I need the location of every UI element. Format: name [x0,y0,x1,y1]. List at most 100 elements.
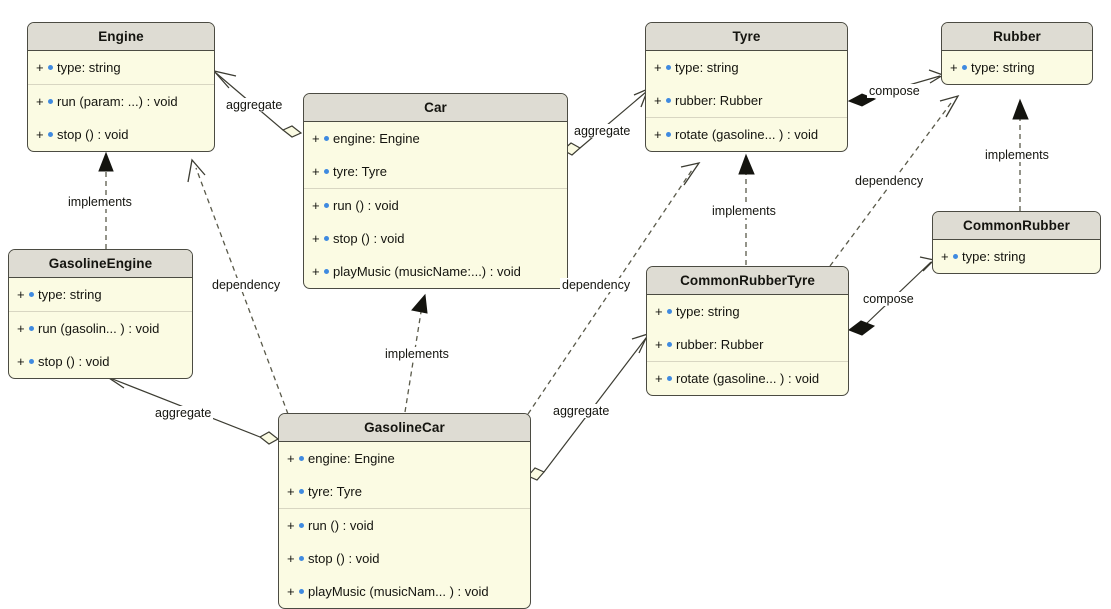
uml-methods-section-common-rubber-tyre: +rotate (gasoline... ) : void [647,361,848,395]
visibility-marker: + [654,60,662,75]
uml-attributes-row: +type: string [647,295,848,328]
member-bullet-icon [953,253,958,259]
member-bullet-icon [299,555,304,561]
uml-methods-label: playMusic (musicNam... ) : void [308,584,489,599]
visibility-marker: + [36,127,44,142]
uml-methods-label: stop () : void [333,231,405,246]
uml-class-title-rubber: Rubber [942,23,1092,51]
uml-attributes-label: engine: Engine [333,131,420,146]
uml-methods-row: +rotate (gasoline... ) : void [647,362,848,395]
relation-gasolinecar-tyre [527,162,701,415]
visibility-marker: + [312,131,320,146]
visibility-marker: + [36,94,44,109]
relation-gasolinecar-engine [187,158,289,415]
uml-methods-label: playMusic (musicName:...) : void [333,264,521,279]
visibility-marker: + [312,231,320,246]
uml-attributes-label: type: string [962,249,1026,264]
uml-methods-row: +stop () : void [279,542,530,575]
uml-methods-row: +rotate (gasoline... ) : void [646,118,847,151]
uml-methods-section-car: + run () : void + stop () : void + playMusic … [304,188,567,288]
member-bullet-icon [29,291,34,297]
edge-label-commonrubber-rubber: implements [983,148,1051,162]
uml-methods-label: stop () : void [308,551,380,566]
uml-class-common-rubber[interactable]: CommonRubber + type: string [932,211,1101,274]
visibility-marker: + [654,93,662,108]
uml-methods-label: stop () : void [38,354,110,369]
uml-class-gasoline-car[interactable]: GasolineCar+engine: Engine+tyre: Tyre+ru… [278,413,531,609]
uml-methods-section-gasoline-engine: +run (gasolin... ) : void + stop () : void [9,311,192,378]
uml-methods-row: + stop () : void [304,222,567,255]
uml-methods-label: run () : void [333,198,399,213]
uml-class-common-rubber-tyre[interactable]: CommonRubberTyre+type: string+rubber: Ru… [646,266,849,396]
visibility-marker: + [941,249,949,264]
uml-class-title-common-rubber-tyre: CommonRubberTyre [647,267,848,295]
visibility-marker: + [950,60,958,75]
uml-methods-label: stop () : void [57,127,129,142]
uml-attributes-label: type: string [57,60,121,75]
member-bullet-icon [667,375,672,381]
member-bullet-icon [29,325,34,331]
member-bullet-icon [667,341,672,347]
visibility-marker: + [287,518,295,533]
uml-class-title-tyre: Tyre [646,23,847,51]
uml-attributes-section-gasoline-car: +engine: Engine+tyre: Tyre [279,442,530,508]
uml-methods-row: +run (gasolin... ) : void [9,312,192,345]
member-bullet-icon [667,308,672,314]
visibility-marker: + [17,287,25,302]
uml-attributes-label: rubber: Rubber [676,337,764,352]
uml-methods-row: + playMusic (musicName:...) : void [304,255,567,288]
uml-attributes-row: + type: string [28,51,214,84]
edge-label-gasolinecar-car: implements [383,347,451,361]
uml-attributes-section-car: +engine: Engine+tyre: Tyre [304,122,567,188]
uml-attributes-section-gasoline-engine: + type: string [9,278,192,311]
edge-label-commonrubbertyre-tyre: implements [710,204,778,218]
visibility-marker: + [287,484,295,499]
uml-attributes-row: + type: string [933,240,1100,273]
member-bullet-icon [324,235,329,241]
uml-class-rubber[interactable]: Rubber+type: string [941,22,1093,85]
uml-methods-label: rotate (gasoline... ) : void [675,127,819,142]
uml-methods-section-engine: +run (param: ...) : void+stop () : void [28,84,214,151]
uml-methods-section-gasoline-car: +run () : void+stop () : void + playMusic … [279,508,530,608]
uml-class-engine[interactable]: Engine+type: string+run (param: ...) : v… [27,22,215,152]
relation-commonrubber-rubber [1012,98,1029,211]
visibility-marker: + [312,198,320,213]
member-bullet-icon [299,455,304,461]
edge-label-commonrubbertyre-commonrubber: compose [861,292,916,306]
member-bullet-icon [299,488,304,494]
uml-class-gasoline-engine[interactable]: GasolineEngine+type: string+run (gasolin… [8,249,193,379]
member-bullet-icon [299,588,304,594]
uml-attributes-row: +rubber: Rubber [646,84,847,117]
uml-attributes-row: + tyre: Tyre [279,475,530,508]
uml-class-title-common-rubber: CommonRubber [933,212,1100,240]
uml-class-title-car: Car [304,94,567,122]
uml-methods-row: + run () : void [304,189,567,222]
member-bullet-icon [299,522,304,528]
uml-class-car[interactable]: Car + engine: Engine + tyre: Tyre + run () : v… [303,93,568,289]
uml-class-tyre[interactable]: Tyre+type: string+rubber: Rubber+rotate … [645,22,848,152]
edge-label-commonrubbertyre-rubber: dependency [853,174,926,188]
uml-attributes-row: +type: string [942,51,1092,84]
uml-attributes-section-common-rubber: + type: string [933,240,1100,273]
visibility-marker: + [312,264,320,279]
member-bullet-icon [666,97,671,103]
uml-methods-row: + stop () : void [28,118,214,151]
uml-attributes-label: tyre: Tyre [308,484,362,499]
member-bullet-icon [48,64,53,70]
uml-attributes-label: type: string [38,287,102,302]
uml-attributes-label: tyre: Tyre [333,164,387,179]
uml-attributes-row: +engine: Engine [279,442,530,475]
visibility-marker: + [36,60,44,75]
uml-diagram-canvas: Engine : hollow diamond at Car (left), o… [8,22,1101,609]
visibility-marker: + [655,371,663,386]
relation-commonrubbertyre-tyre [738,153,755,265]
member-bullet-icon [29,358,34,364]
member-bullet-icon [48,98,53,104]
edge-label-gasolinecar-tyre: dependency [560,278,633,292]
visibility-marker: + [17,354,25,369]
uml-methods-row: +run () : void [279,509,530,542]
visibility-marker: + [655,304,663,319]
uml-attributes-row: +type: string [646,51,847,84]
visibility-marker: + [287,451,295,466]
uml-methods-label: run (gasolin... ) : void [38,321,160,336]
